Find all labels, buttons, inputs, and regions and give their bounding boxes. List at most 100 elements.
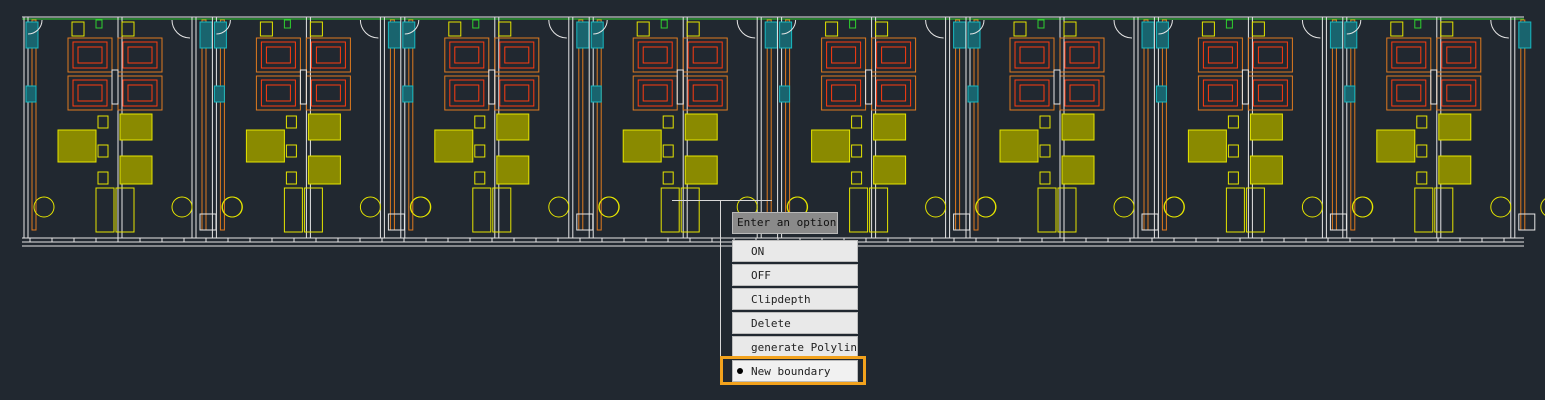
sofa-block xyxy=(1249,155,1283,185)
orange-strip xyxy=(31,19,37,231)
crosshair-cursor-horizontal xyxy=(672,200,772,201)
option-on[interactable]: ON xyxy=(732,240,858,262)
nightstand xyxy=(1053,69,1061,105)
bed-pillow xyxy=(1396,84,1422,102)
table-icon xyxy=(474,171,486,185)
bed-frame xyxy=(1009,37,1055,73)
bed-frame xyxy=(1436,75,1482,111)
cabinet-block xyxy=(779,21,793,49)
sofa-block xyxy=(1438,113,1472,141)
bed-frame xyxy=(1386,37,1432,73)
option-new-boundary[interactable]: New boundary xyxy=(732,360,858,382)
table-icon xyxy=(97,115,109,129)
storage-unit xyxy=(283,187,303,233)
bed-mattress xyxy=(1441,41,1477,69)
highlight-frame xyxy=(720,356,866,385)
bed-frame xyxy=(117,75,163,111)
headboard-icon xyxy=(71,21,85,37)
round-fixture xyxy=(1301,196,1323,218)
bed-mattress xyxy=(826,79,862,107)
bed-pillow xyxy=(1396,46,1422,64)
round-fixture xyxy=(1163,196,1185,218)
round-fixture xyxy=(975,196,997,218)
option-delete[interactable]: Delete xyxy=(732,312,858,334)
orange-strip xyxy=(766,19,772,231)
cabinet-block xyxy=(1141,21,1155,49)
nightstand xyxy=(488,69,496,105)
storage-unit xyxy=(492,187,512,233)
cabinet-block xyxy=(1344,21,1358,49)
bed-mattress xyxy=(310,79,346,107)
round-fixture xyxy=(925,196,947,218)
command-prompt-tooltip: Enter an option xyxy=(732,212,838,234)
table-icon xyxy=(662,115,674,129)
bed-frame xyxy=(1386,75,1432,111)
headboard-icon xyxy=(309,21,323,37)
round-fixture xyxy=(33,196,55,218)
bed-frame xyxy=(821,37,867,73)
headboard-icon xyxy=(1440,21,1454,37)
crosshair-cursor-vertical xyxy=(720,200,721,360)
bed-mattress xyxy=(1202,79,1238,107)
bed-mattress xyxy=(876,41,912,69)
bed-frame xyxy=(1059,37,1105,73)
bed-mattress xyxy=(1252,41,1288,69)
sofa-block xyxy=(119,113,153,141)
headboard-icon xyxy=(1390,21,1404,37)
sofa-block xyxy=(1061,113,1095,141)
door-arc xyxy=(1113,19,1133,39)
cabinet-block xyxy=(576,21,590,49)
bed-frame xyxy=(305,75,351,111)
orange-strip xyxy=(389,19,395,231)
bed-mattress xyxy=(1064,79,1100,107)
table-icon xyxy=(474,115,486,129)
cabinet-block xyxy=(1518,21,1532,49)
door-arc xyxy=(969,19,985,35)
bed-frame xyxy=(494,75,540,111)
table-icon xyxy=(1039,171,1051,185)
bed-frame xyxy=(117,37,163,73)
option-label: Delete xyxy=(751,317,791,330)
storage-unit xyxy=(1414,187,1434,233)
bed-pillow xyxy=(454,84,480,102)
bed-frame xyxy=(444,37,490,73)
orange-strip xyxy=(785,19,791,231)
storage-unit xyxy=(680,187,700,233)
bed-mattress xyxy=(687,79,723,107)
bed-pillow xyxy=(127,46,153,64)
headboard-icon xyxy=(448,21,462,37)
door-arc xyxy=(216,19,231,35)
bed-frame xyxy=(1197,37,1243,73)
bed-mattress xyxy=(449,41,485,69)
option-off[interactable]: OFF xyxy=(732,264,858,286)
option-clipdepth[interactable]: Clipdepth xyxy=(732,288,858,310)
sofa-block xyxy=(873,113,907,141)
cabinet-block xyxy=(402,85,414,103)
option-menu: ON OFF Clipdepth Delete generate Polylin… xyxy=(732,240,858,384)
bed-mattress xyxy=(310,41,346,69)
door-arc xyxy=(1346,19,1362,35)
sofa-block xyxy=(1249,113,1283,141)
table-icon xyxy=(851,144,863,158)
storage-unit xyxy=(115,187,135,233)
table-icon xyxy=(1227,115,1239,129)
sofa-block xyxy=(1187,129,1227,163)
orange-strip xyxy=(1161,19,1167,231)
cabinet-block xyxy=(967,21,981,49)
bed-mattress xyxy=(1014,79,1050,107)
cabinet-block xyxy=(1329,21,1343,49)
table-icon xyxy=(1039,144,1051,158)
bed-frame xyxy=(632,37,678,73)
bed-pillow xyxy=(692,46,718,64)
sofa-block xyxy=(57,129,97,163)
bed-frame xyxy=(1197,75,1243,111)
bed-pillow xyxy=(642,46,668,64)
table-icon xyxy=(474,144,486,158)
orange-strip xyxy=(1350,19,1356,231)
lamp-icon xyxy=(283,19,291,29)
bed-frame xyxy=(632,75,678,111)
option-generate-polyline[interactable]: generate Polyline xyxy=(732,336,858,358)
cabinet-block xyxy=(1344,85,1356,103)
